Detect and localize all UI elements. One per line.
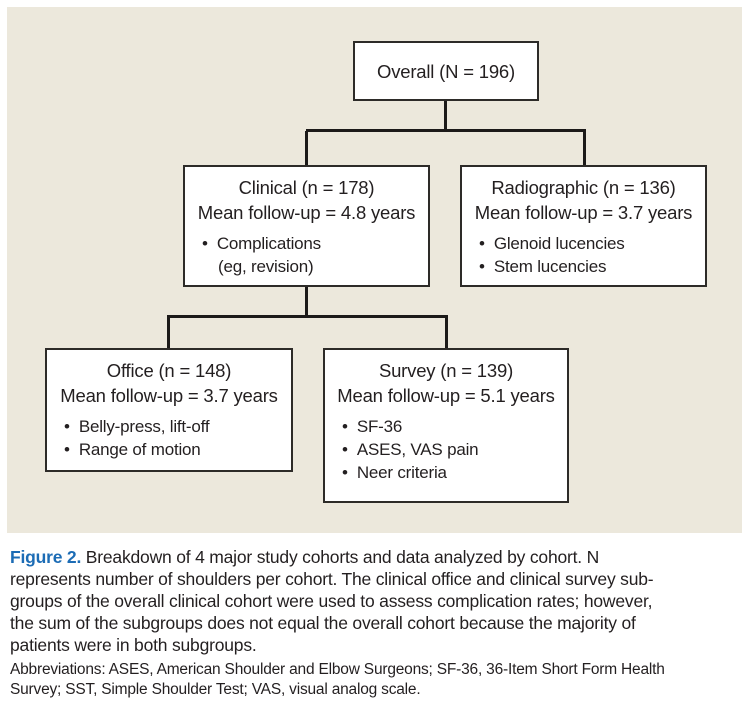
node-office-title: Office (n = 148) Mean follow-up = 3.7 ye… bbox=[47, 350, 291, 408]
node-office-name: Office (n = 148) bbox=[106, 360, 232, 381]
node-office-bullets: Belly-press, lift-offRange of motion bbox=[47, 415, 291, 461]
node-clinical-followup: Mean follow-up = 4.8 years bbox=[197, 202, 416, 223]
node-survey-title: Survey (n = 139) Mean follow-up = 5.1 ye… bbox=[325, 350, 567, 408]
node-overall-title: Overall (N = 196) bbox=[377, 60, 515, 82]
bullet-item: Complications (eg, revision) bbox=[202, 232, 422, 278]
node-survey: Survey (n = 139) Mean follow-up = 5.1 ye… bbox=[323, 348, 569, 503]
connector-to-radiographic bbox=[583, 131, 586, 165]
node-radiographic-bullets: Glenoid lucenciesStem lucencies bbox=[462, 232, 705, 278]
connector-clinical-down bbox=[305, 285, 308, 317]
node-radiographic-name: Radiographic (n = 136) bbox=[491, 177, 676, 198]
figure-caption-label: Figure 2. bbox=[10, 547, 82, 567]
node-survey-followup: Mean follow-up = 5.1 years bbox=[337, 385, 555, 406]
connector-mid-horizontal bbox=[167, 315, 448, 318]
node-office: Office (n = 148) Mean follow-up = 3.7 ye… bbox=[45, 348, 293, 472]
connector-to-survey bbox=[445, 317, 448, 348]
node-radiographic: Radiographic (n = 136) Mean follow-up = … bbox=[460, 165, 707, 287]
bullet-item: Stem lucencies bbox=[479, 255, 699, 278]
bullet-item: Neer criteria bbox=[342, 461, 561, 484]
figure-abbreviations: Abbreviations: ASES, American Shoulder a… bbox=[10, 661, 665, 698]
bullet-item: Range of motion bbox=[64, 438, 285, 461]
bullet-item: Glenoid lucencies bbox=[479, 232, 699, 255]
node-clinical-name: Clinical (n = 178) bbox=[238, 177, 375, 198]
bullet-item: Belly-press, lift-off bbox=[64, 415, 285, 438]
node-clinical-bullets: Complications (eg, revision) bbox=[185, 232, 428, 278]
node-radiographic-followup: Mean follow-up = 3.7 years bbox=[474, 202, 693, 223]
connector-top-horizontal bbox=[306, 129, 586, 132]
node-survey-name: Survey (n = 139) bbox=[378, 360, 514, 381]
bullet-item: ASES, VAS pain bbox=[342, 438, 561, 461]
node-overall: Overall (N = 196) bbox=[353, 41, 539, 101]
node-clinical: Clinical (n = 178) Mean follow-up = 4.8 … bbox=[183, 165, 430, 287]
node-survey-bullets: SF-36ASES, VAS painNeer criteria bbox=[325, 415, 567, 484]
node-radiographic-title: Radiographic (n = 136) Mean follow-up = … bbox=[462, 167, 705, 225]
connector-overall-down bbox=[444, 101, 447, 132]
connector-to-office bbox=[167, 317, 170, 348]
figure-caption: Figure 2. Breakdown of 4 major study coh… bbox=[10, 546, 743, 656]
figure-caption-body: Breakdown of 4 major study cohorts and d… bbox=[10, 547, 654, 655]
connector-to-clinical bbox=[305, 131, 308, 165]
node-office-followup: Mean follow-up = 3.7 years bbox=[60, 385, 278, 406]
bullet-item: SF-36 bbox=[342, 415, 561, 438]
node-clinical-title: Clinical (n = 178) Mean follow-up = 4.8 … bbox=[185, 167, 428, 225]
